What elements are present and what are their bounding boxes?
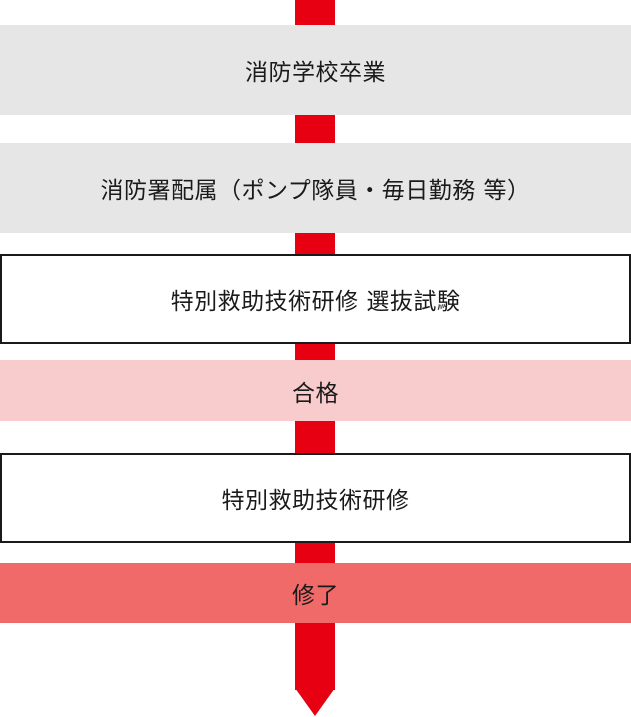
step-fire-academy-graduation: 消防学校卒業	[0, 25, 631, 115]
step-pass: 合格	[0, 360, 631, 421]
step-completion: 修了	[0, 563, 631, 623]
step-label: 消防学校卒業	[245, 60, 386, 86]
step-label: 特別救助技術研修 選抜試験	[170, 289, 461, 315]
flow-arrow-down-icon	[295, 688, 335, 716]
step-label: 合格	[292, 380, 339, 407]
step-special-rescue-training: 特別救助技術研修	[0, 453, 631, 543]
step-selection-exam: 特別救助技術研修 選抜試験	[0, 254, 631, 344]
step-label: 特別救助技術研修	[221, 488, 410, 514]
step-station-assignment: 消防署配属（ポンプ隊員・毎日勤務 等）	[0, 143, 631, 233]
step-label: 消防署配属（ポンプ隊員・毎日勤務 等）	[100, 178, 531, 204]
step-label: 修了	[292, 583, 339, 609]
